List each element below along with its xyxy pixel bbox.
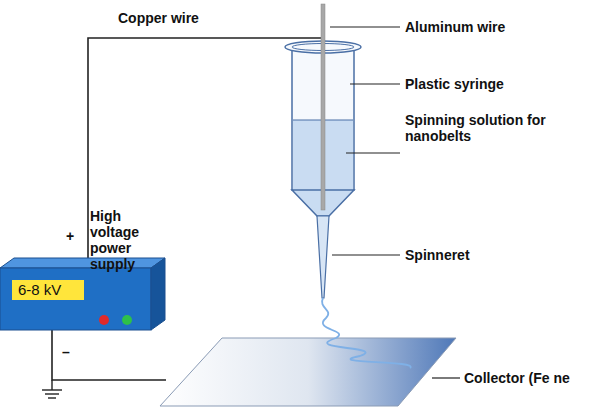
box-front — [0, 268, 151, 330]
indicator-light — [99, 315, 109, 325]
box-top — [0, 258, 165, 268]
power-supply: High voltage power supply 6-8 kV — [0, 200, 170, 335]
polarity-sign: + — [66, 228, 74, 244]
ground-wire — [52, 330, 166, 380]
box-side — [151, 258, 165, 330]
aluminum-wire — [321, 4, 325, 210]
device-label: High voltage power supply — [90, 208, 168, 272]
indicator-light — [122, 315, 132, 325]
voltage-display: 6-8 kV — [12, 280, 84, 300]
part-label: Copper wire — [118, 10, 199, 26]
part-label: Collector (Fe ne — [464, 370, 570, 386]
part-label: Aluminum wire — [405, 19, 505, 35]
part-label: Spinneret — [405, 247, 470, 263]
polymer-jet — [322, 298, 411, 368]
part-label: Plastic syringe — [405, 76, 504, 92]
polarity-sign: – — [62, 344, 70, 360]
power-supply-box — [0, 200, 170, 335]
part-label: Spinning solution for nanobelts — [405, 112, 595, 144]
spinneret-needle — [317, 216, 329, 298]
collector-plate — [160, 338, 456, 406]
ground-symbol — [42, 380, 62, 398]
